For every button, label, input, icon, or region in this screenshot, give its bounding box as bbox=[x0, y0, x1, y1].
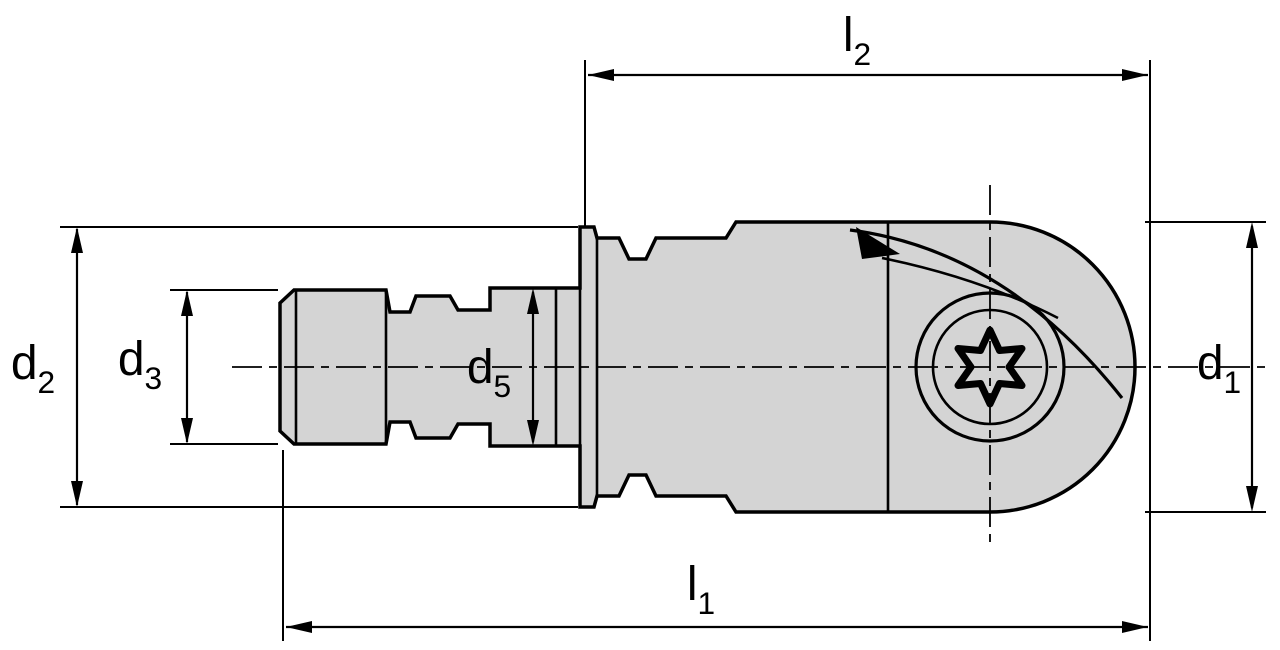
arrow-d1-up bbox=[1246, 222, 1258, 248]
arrow-l1-right bbox=[1122, 621, 1148, 633]
label-d5-sub: 5 bbox=[493, 368, 512, 405]
arrow-l2-left bbox=[588, 69, 614, 81]
label-d1-base: d bbox=[1196, 337, 1224, 390]
label-d2-base: d bbox=[10, 337, 38, 390]
arrow-d1-down bbox=[1246, 486, 1258, 512]
slot-opening-wedge bbox=[856, 227, 900, 259]
arrow-d3-down bbox=[181, 418, 193, 444]
arrow-d5-down bbox=[527, 420, 539, 446]
label-l1-sub: 1 bbox=[697, 585, 716, 622]
label-l1-base: l bbox=[686, 558, 698, 611]
label-l1: l1 bbox=[686, 558, 715, 620]
label-l2-sub: 2 bbox=[853, 36, 872, 73]
label-d3: d3 bbox=[117, 333, 162, 395]
arrow-l2-right bbox=[1122, 69, 1148, 81]
label-d5: d5 bbox=[466, 341, 511, 403]
arrow-d2-up bbox=[71, 227, 83, 253]
head-slot-outer-curve bbox=[849, 228, 1124, 399]
label-d2-sub: 2 bbox=[37, 364, 56, 401]
label-d5-base: d bbox=[466, 341, 494, 394]
label-l2-base: l bbox=[842, 9, 854, 62]
head-slot-inner-curve bbox=[881, 256, 1059, 320]
label-d3-sub: 3 bbox=[144, 360, 163, 397]
label-d1: d1 bbox=[1196, 337, 1241, 399]
label-l2: l2 bbox=[842, 9, 871, 71]
arrow-d2-down bbox=[71, 481, 83, 507]
arrow-d3-up bbox=[181, 290, 193, 316]
label-d3-base: d bbox=[117, 333, 145, 386]
arrow-l1-left bbox=[286, 621, 312, 633]
label-d1-sub: 1 bbox=[1223, 364, 1242, 401]
arrow-d5-up bbox=[527, 288, 539, 314]
label-d2: d2 bbox=[10, 337, 55, 399]
